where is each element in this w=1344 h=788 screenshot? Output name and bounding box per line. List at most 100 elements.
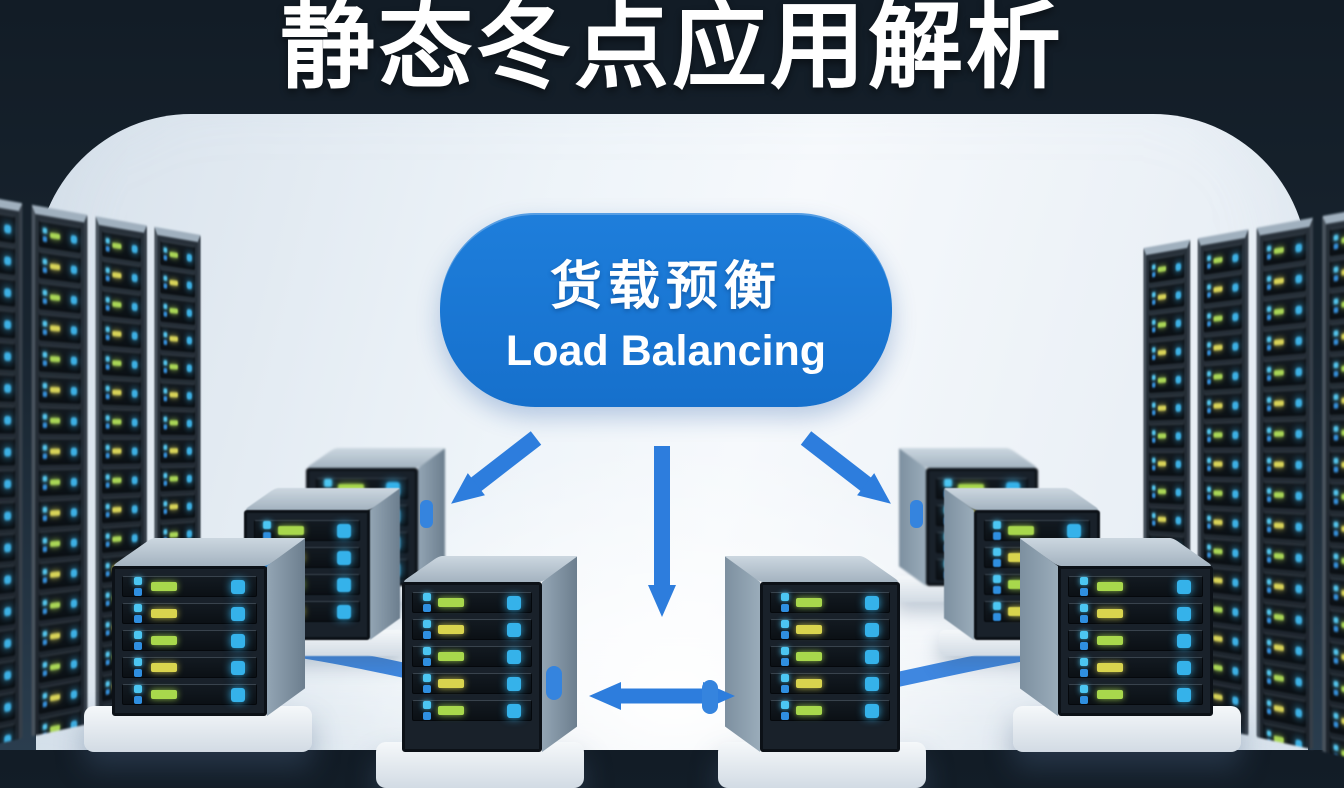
status-led-icon — [1266, 244, 1272, 260]
status-led-icon — [1333, 393, 1338, 409]
drive-led-icon — [70, 264, 78, 274]
server-unit — [38, 649, 81, 683]
drive-led-icon — [507, 622, 522, 637]
drive-led-icon — [1175, 375, 1181, 384]
activity-led-icon — [49, 417, 60, 424]
drive-led-icon — [70, 537, 78, 547]
server-unit — [1329, 352, 1344, 383]
status-led-icon — [42, 537, 47, 552]
server-unit — [1149, 310, 1184, 338]
drive-led-icon — [1177, 579, 1192, 594]
drive-led-icon — [1295, 583, 1302, 594]
activity-led-icon — [1157, 321, 1167, 328]
drive-led-icon — [1295, 460, 1302, 469]
status-led-icon — [1266, 517, 1272, 532]
activity-led-icon — [49, 232, 60, 240]
status-led-icon — [1152, 484, 1156, 498]
tower-side — [724, 556, 760, 752]
activity-led-icon — [112, 271, 122, 279]
activity-led-icon — [1273, 308, 1284, 316]
server-unit — [1203, 362, 1242, 390]
activity-led-icon — [49, 263, 60, 271]
status-led-icon — [422, 647, 431, 666]
status-led-icon — [105, 473, 110, 488]
activity-led-icon — [1157, 377, 1167, 384]
server-unit — [102, 408, 141, 435]
drive-led-icon — [231, 687, 246, 702]
drive-led-icon — [1232, 430, 1239, 439]
server-unit — [0, 274, 15, 307]
drive-led-icon — [1175, 488, 1181, 496]
drive-led-icon — [131, 504, 138, 513]
drive-led-icon — [1295, 645, 1302, 656]
server-unit — [38, 619, 81, 652]
status-led-icon — [163, 331, 167, 345]
tower-side — [899, 448, 926, 586]
server-unit — [0, 339, 15, 370]
drive-led-icon — [1232, 312, 1239, 321]
server-unit — [122, 657, 257, 678]
activity-led-icon — [1213, 577, 1223, 584]
status-led-icon — [1266, 639, 1272, 654]
drive-led-icon — [3, 574, 11, 585]
drive-led-icon — [1295, 336, 1302, 346]
status-led-icon — [42, 226, 47, 242]
activity-led-icon — [112, 301, 122, 308]
drive-led-icon — [1177, 633, 1192, 648]
activity-led-icon — [438, 652, 465, 661]
server-unit — [1068, 684, 1203, 705]
activity-led-icon — [169, 504, 178, 510]
server-unit — [1149, 281, 1184, 311]
server-unit — [1203, 509, 1242, 537]
server-unit — [1329, 546, 1344, 578]
status-led-icon — [1266, 487, 1272, 502]
server-unit — [1263, 542, 1306, 572]
status-led-icon — [1266, 457, 1272, 472]
drive-led-icon — [1295, 398, 1302, 407]
drive-led-icon — [3, 510, 11, 521]
drive-led-icon — [131, 447, 138, 455]
server-unit — [102, 260, 141, 291]
status-led-icon — [105, 503, 110, 518]
drive-led-icon — [186, 419, 192, 427]
activity-led-icon — [169, 531, 178, 538]
activity-led-icon — [1213, 693, 1223, 701]
server-unit — [1149, 506, 1184, 533]
server-unit — [0, 208, 15, 244]
activity-led-icon — [1157, 293, 1167, 301]
rack-cabinet — [0, 192, 23, 752]
server-unit — [1329, 514, 1344, 545]
activity-led-icon — [1273, 369, 1284, 376]
drive-led-icon — [3, 255, 11, 266]
server-unit — [1263, 602, 1306, 634]
drive-led-icon — [336, 577, 351, 592]
activity-led-icon — [112, 389, 122, 396]
drive-led-icon — [1232, 341, 1239, 351]
server-unit — [38, 679, 81, 715]
activity-led-icon — [796, 652, 823, 661]
activity-led-icon — [1273, 583, 1284, 590]
drive-led-icon — [865, 622, 880, 637]
activity-led-icon — [49, 325, 60, 332]
server-unit — [1149, 253, 1184, 283]
tower-side — [267, 538, 305, 716]
server-unit — [1203, 332, 1242, 362]
drive-led-icon — [70, 295, 78, 305]
status-led-icon — [1152, 291, 1156, 305]
activity-led-icon — [1213, 432, 1223, 438]
server-unit — [0, 372, 15, 402]
server-unit — [38, 251, 81, 284]
activity-led-icon — [1157, 405, 1167, 411]
drive-led-icon — [70, 325, 78, 335]
activity-led-icon — [1157, 349, 1167, 356]
drive-led-icon — [131, 360, 138, 369]
server-unit — [1263, 662, 1306, 696]
activity-led-icon — [169, 448, 178, 454]
activity-led-icon — [1213, 664, 1223, 672]
activity-led-icon — [1213, 635, 1223, 642]
drive-led-icon — [70, 659, 78, 669]
server-unit — [38, 220, 81, 253]
drive-led-icon — [70, 356, 78, 365]
tower-side — [944, 488, 974, 640]
